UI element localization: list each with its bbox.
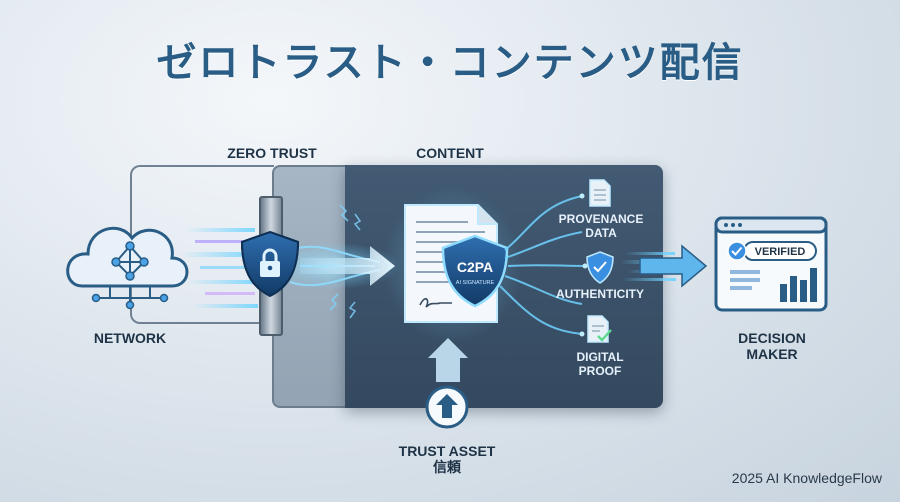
network-frame bbox=[130, 165, 274, 324]
zero-trust-panel bbox=[272, 165, 352, 408]
footer-credit: 2025 AI KnowledgeFlow bbox=[731, 470, 882, 486]
trust-asset-label: TRUST ASSET 信頼 bbox=[398, 443, 496, 475]
firewall-pillar bbox=[259, 196, 283, 336]
verified-dashboard-icon: VERIFIED bbox=[714, 216, 828, 312]
verified-label: VERIFIED bbox=[755, 246, 806, 258]
zero-trust-label: ZERO TRUST bbox=[227, 145, 317, 161]
page-title: ゼロトラスト・コンテンツ配信 bbox=[156, 40, 744, 86]
authenticity-label: AUTHENTICITY bbox=[556, 287, 644, 301]
digital-proof-label: DIGITAL PROOF bbox=[576, 350, 624, 378]
provenance-label: PROVENANCE DATA bbox=[558, 212, 644, 240]
decision-maker-label: DECISION MAKER bbox=[738, 330, 806, 362]
content-label: CONTENT bbox=[416, 145, 484, 161]
network-label: NETWORK bbox=[93, 330, 167, 346]
